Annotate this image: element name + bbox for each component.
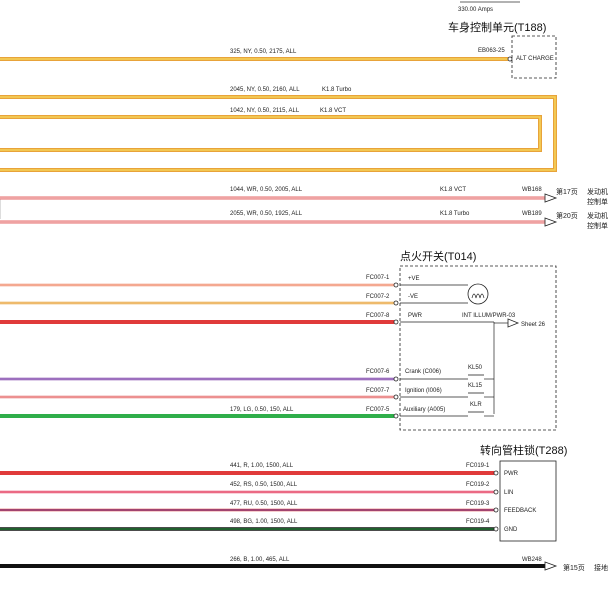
steer-pin-4-ref: FC019-4	[466, 519, 490, 525]
ign-pin-1-label: +VE	[408, 276, 420, 282]
ign-pin-5-ref: FC007-5	[366, 407, 390, 413]
wire-1042-tag: K1.8 VCT	[320, 108, 346, 114]
ign-pin-5-label: Auxiliary (A005)	[403, 407, 445, 413]
wire-498-label: 498, BG, 1.00, 1500, ALL	[230, 519, 298, 525]
ign-pin-8-extra: INT ILLUM/PWR-03	[462, 313, 516, 319]
wire-1044-page: 第17页	[556, 187, 578, 196]
wire-2055-dest-1: 发动机	[587, 211, 608, 220]
wire-2045-label: 2045, NY, 0.50, 2160, ALL	[230, 87, 300, 93]
wire-steer-441	[0, 470, 499, 476]
wire-ign-ignition	[0, 392, 494, 400]
wire-loop-ny	[0, 95, 557, 172]
ign-pin-2-ref: FC007-2	[366, 294, 390, 300]
wire-266-dest: 接地	[594, 563, 608, 572]
steer-pin-3-ref: FC019-3	[466, 501, 490, 507]
wire-325-label: 325, NY, 0.50, 2175, ALL	[230, 49, 297, 55]
wire-1044-dest-2: 控制单	[587, 197, 608, 206]
ign-relay-kl50: KL50	[468, 365, 483, 371]
bcm-box	[511, 35, 557, 79]
wire-266-ref: WB248	[522, 557, 542, 563]
wire-477-label: 477, RU, 0.50, 1500, ALL	[230, 501, 298, 507]
steer-box	[499, 460, 557, 542]
wire-steer-452	[0, 489, 499, 495]
wire-441-label: 441, R, 1.00, 1500, ALL	[230, 463, 294, 469]
wire-2055-ref: WB189	[522, 211, 542, 217]
wire-1044-label: 1044, WR, 0.50, 2005, ALL	[230, 187, 303, 193]
wire-ign-aux	[0, 411, 494, 419]
wire-266-label: 266, B, 1.00, 465, ALL	[230, 557, 290, 563]
wire-steer-477	[0, 507, 499, 513]
wire-325-ny	[0, 56, 513, 62]
steer-pin-1-ref: FC019-1	[466, 463, 490, 469]
ign-relay-kl15: KL15	[468, 383, 483, 389]
wire-1044-dest-1: 发动机	[587, 187, 608, 196]
steer-pin-3-label: FEEDBACK	[504, 508, 536, 514]
wire-ign-pwr	[0, 318, 520, 414]
ign-relay-klr: KLR	[470, 402, 482, 408]
ign-pin-6-label: Crank (C006)	[405, 369, 441, 375]
ign-pin-8-ref: FC007-8	[366, 313, 390, 319]
steer-title: 转向管柱锁(T288)	[480, 443, 567, 457]
steer-pin-4-label: GND	[504, 527, 518, 533]
header-fragment: 330.00 Amps	[458, 7, 493, 13]
wire-2055-wr	[0, 217, 558, 227]
wire-266-gnd	[0, 561, 558, 571]
steer-pin-2-ref: FC019-2	[466, 482, 490, 488]
ign-pin-8-label: PWR	[408, 313, 423, 319]
ign-pin-7-label: Ignition (I006)	[405, 388, 442, 394]
wire-2055-page: 第20页	[556, 211, 578, 220]
steer-pin-1-label: PWR	[504, 471, 519, 477]
wire-1044-tag: K1.8 VCT	[440, 187, 466, 193]
ign-title: 点火开关(T014)	[400, 249, 476, 263]
bcm-pin-label: ALT CHARGE	[516, 56, 554, 62]
steer-pin-2-label: LIN	[504, 490, 513, 496]
wire-452-label: 452, RS, 0.50, 1500, ALL	[230, 482, 298, 488]
wire-ign-plus	[0, 282, 399, 288]
wire-ign-minus	[0, 300, 399, 306]
ign-pin-7-ref: FC007-7	[366, 388, 390, 394]
wire-ign-crank	[0, 374, 494, 382]
lamp-icon	[400, 283, 489, 305]
wire-1044-wr	[0, 193, 558, 219]
wire-2055-dest-2: 控制单	[587, 221, 608, 230]
wire-1042-label: 1042, NY, 0.50, 2115, ALL	[230, 108, 300, 114]
wire-2045-tag: K1.8 Turbo	[322, 87, 352, 93]
wire-steer-498	[0, 526, 499, 532]
ign-pin-6-ref: FC007-6	[366, 369, 390, 375]
wire-2055-label: 2055, WR, 0.50, 1925, ALL	[230, 211, 303, 217]
ign-box	[399, 265, 557, 431]
ign-sheet-ref: Sheet 26	[521, 322, 546, 328]
wire-2055-tag: K1.8 Turbo	[440, 211, 470, 217]
wire-266-page: 第15页	[563, 563, 585, 572]
wire-1044-ref: WB168	[522, 187, 542, 193]
wire-aux-label: 179, LG, 0.50, 150, ALL	[230, 407, 294, 413]
bcm-pin-ref: EB063-25	[478, 48, 505, 54]
bcm-title: 车身控制单元(T188)	[448, 20, 546, 34]
ign-pin-2-label: -VE	[408, 294, 418, 300]
ign-pin-1-ref: FC007-1	[366, 275, 390, 281]
